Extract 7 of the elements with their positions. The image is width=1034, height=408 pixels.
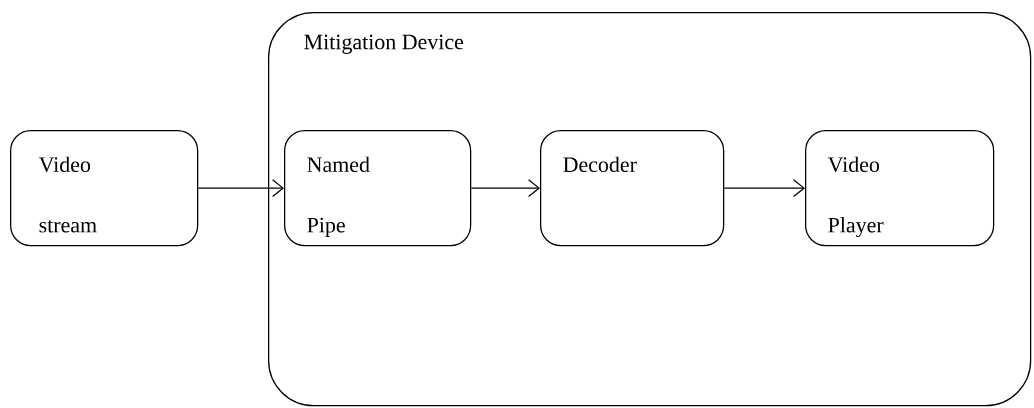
process-box: Video Player [805, 130, 995, 247]
process-box: Named Pipe [284, 130, 472, 247]
process-box: Decoder [540, 130, 725, 247]
arrow [723, 179, 805, 198]
arrow [470, 179, 540, 198]
arrow [197, 179, 284, 198]
source-box: Video stream [10, 130, 199, 247]
